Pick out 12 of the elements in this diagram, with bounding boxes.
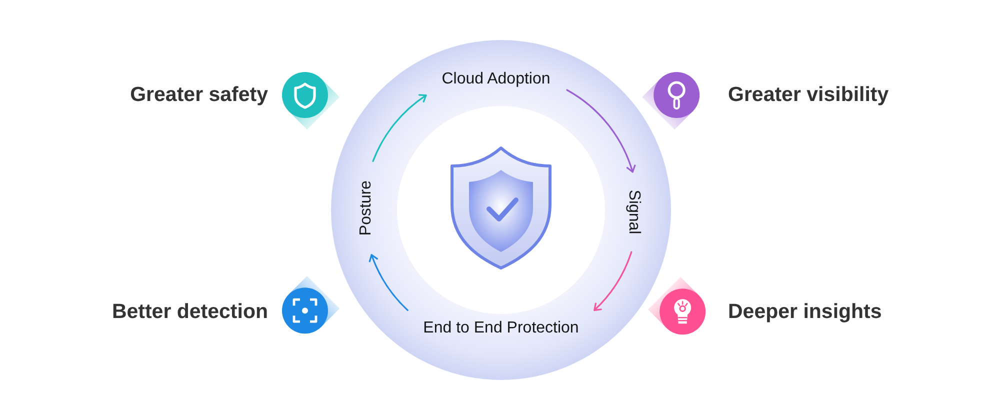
cycle-arrow (369, 254, 408, 311)
cycle-arrow (566, 89, 636, 173)
benefit-label: Greater safety (130, 83, 268, 107)
benefit-label: Better detection (112, 300, 268, 324)
cycle-arrow (594, 251, 632, 311)
step-label: Cloud Adoption (442, 70, 550, 88)
cycle-arrow (372, 94, 427, 162)
benefit-label: Deeper insights (728, 300, 882, 324)
step-label: Posture (356, 180, 376, 236)
benefit-label: Greater visibility (728, 83, 889, 107)
step-label: Signal (624, 190, 644, 234)
step-label: End to End Protection (423, 318, 579, 338)
